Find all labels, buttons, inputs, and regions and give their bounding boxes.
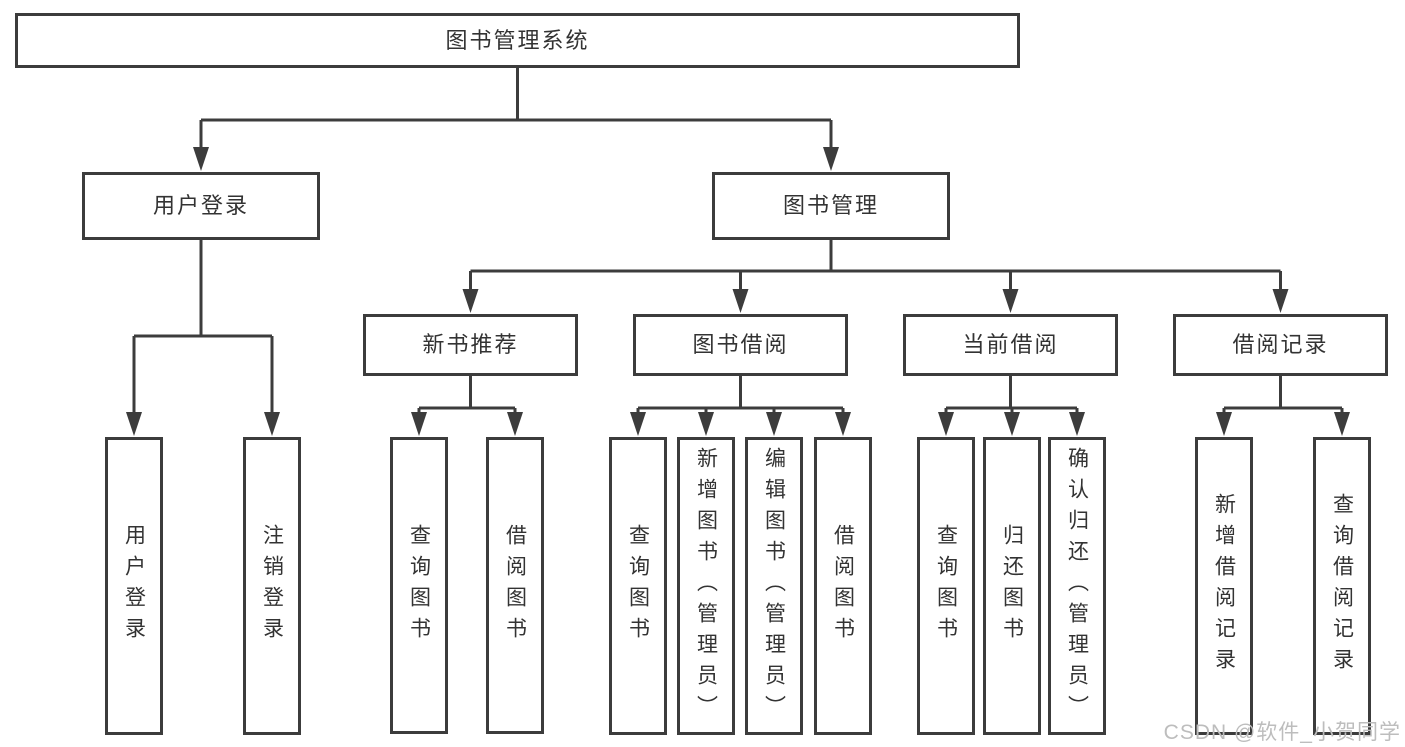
node-book-mgmt: 图书管理 [712, 172, 950, 240]
node-label: 新书推荐 [422, 332, 519, 357]
node-label: 用户登录 [152, 193, 249, 218]
node-rec-query: 查询图书 [390, 437, 448, 734]
node-new-book-rec: 新书推荐 [363, 314, 578, 376]
node-rec-borrow: 借阅图书 [486, 437, 544, 734]
node-book-borrow: 图书借阅 [633, 314, 848, 376]
node-label: 借阅图书 [831, 524, 855, 648]
node-borrow-edit: 编辑图书（管理员） [745, 437, 803, 735]
node-cur-return: 归还图书 [983, 437, 1041, 735]
node-login-user: 用户登录 [105, 437, 163, 735]
node-label: 图书管理 [782, 193, 879, 218]
node-label: 当前借阅 [962, 332, 1059, 357]
node-login-logout: 注销登录 [243, 437, 301, 735]
node-label: 新增借阅记录 [1212, 493, 1236, 679]
node-label: 查询图书 [407, 523, 431, 648]
node-label: 查询图书 [626, 524, 650, 648]
node-label: 新增图书（管理员） [694, 446, 718, 726]
node-root: 图书管理系统 [15, 13, 1020, 68]
node-user-login: 用户登录 [82, 172, 320, 240]
node-label: 归还图书 [1000, 524, 1024, 648]
node-borrow-borrow: 借阅图书 [814, 437, 872, 735]
node-label: 编辑图书（管理员） [762, 446, 786, 726]
node-borrow-record: 借阅记录 [1173, 314, 1388, 376]
node-label: 用户登录 [122, 524, 146, 648]
node-borrow-add: 新增图书（管理员） [677, 437, 735, 735]
node-label: 图书借阅 [692, 332, 789, 357]
node-label: 借阅图书 [503, 523, 527, 648]
node-label: 确认归还（管理员） [1065, 446, 1089, 726]
node-current-borrow: 当前借阅 [903, 314, 1118, 376]
node-label: 注销登录 [260, 524, 284, 648]
node-cur-query: 查询图书 [917, 437, 975, 735]
watermark: CSDN @软件_小贺同学 [1163, 721, 1401, 744]
node-log-add: 新增借阅记录 [1195, 437, 1253, 735]
node-label: 借阅记录 [1232, 332, 1329, 357]
node-label: 查询借阅记录 [1330, 493, 1354, 679]
node-label: 图书管理系统 [445, 27, 590, 53]
node-log-query: 查询借阅记录 [1313, 437, 1371, 735]
node-borrow-query: 查询图书 [609, 437, 667, 735]
node-label: 查询图书 [934, 524, 958, 648]
node-cur-confirm: 确认归还（管理员） [1048, 437, 1106, 735]
